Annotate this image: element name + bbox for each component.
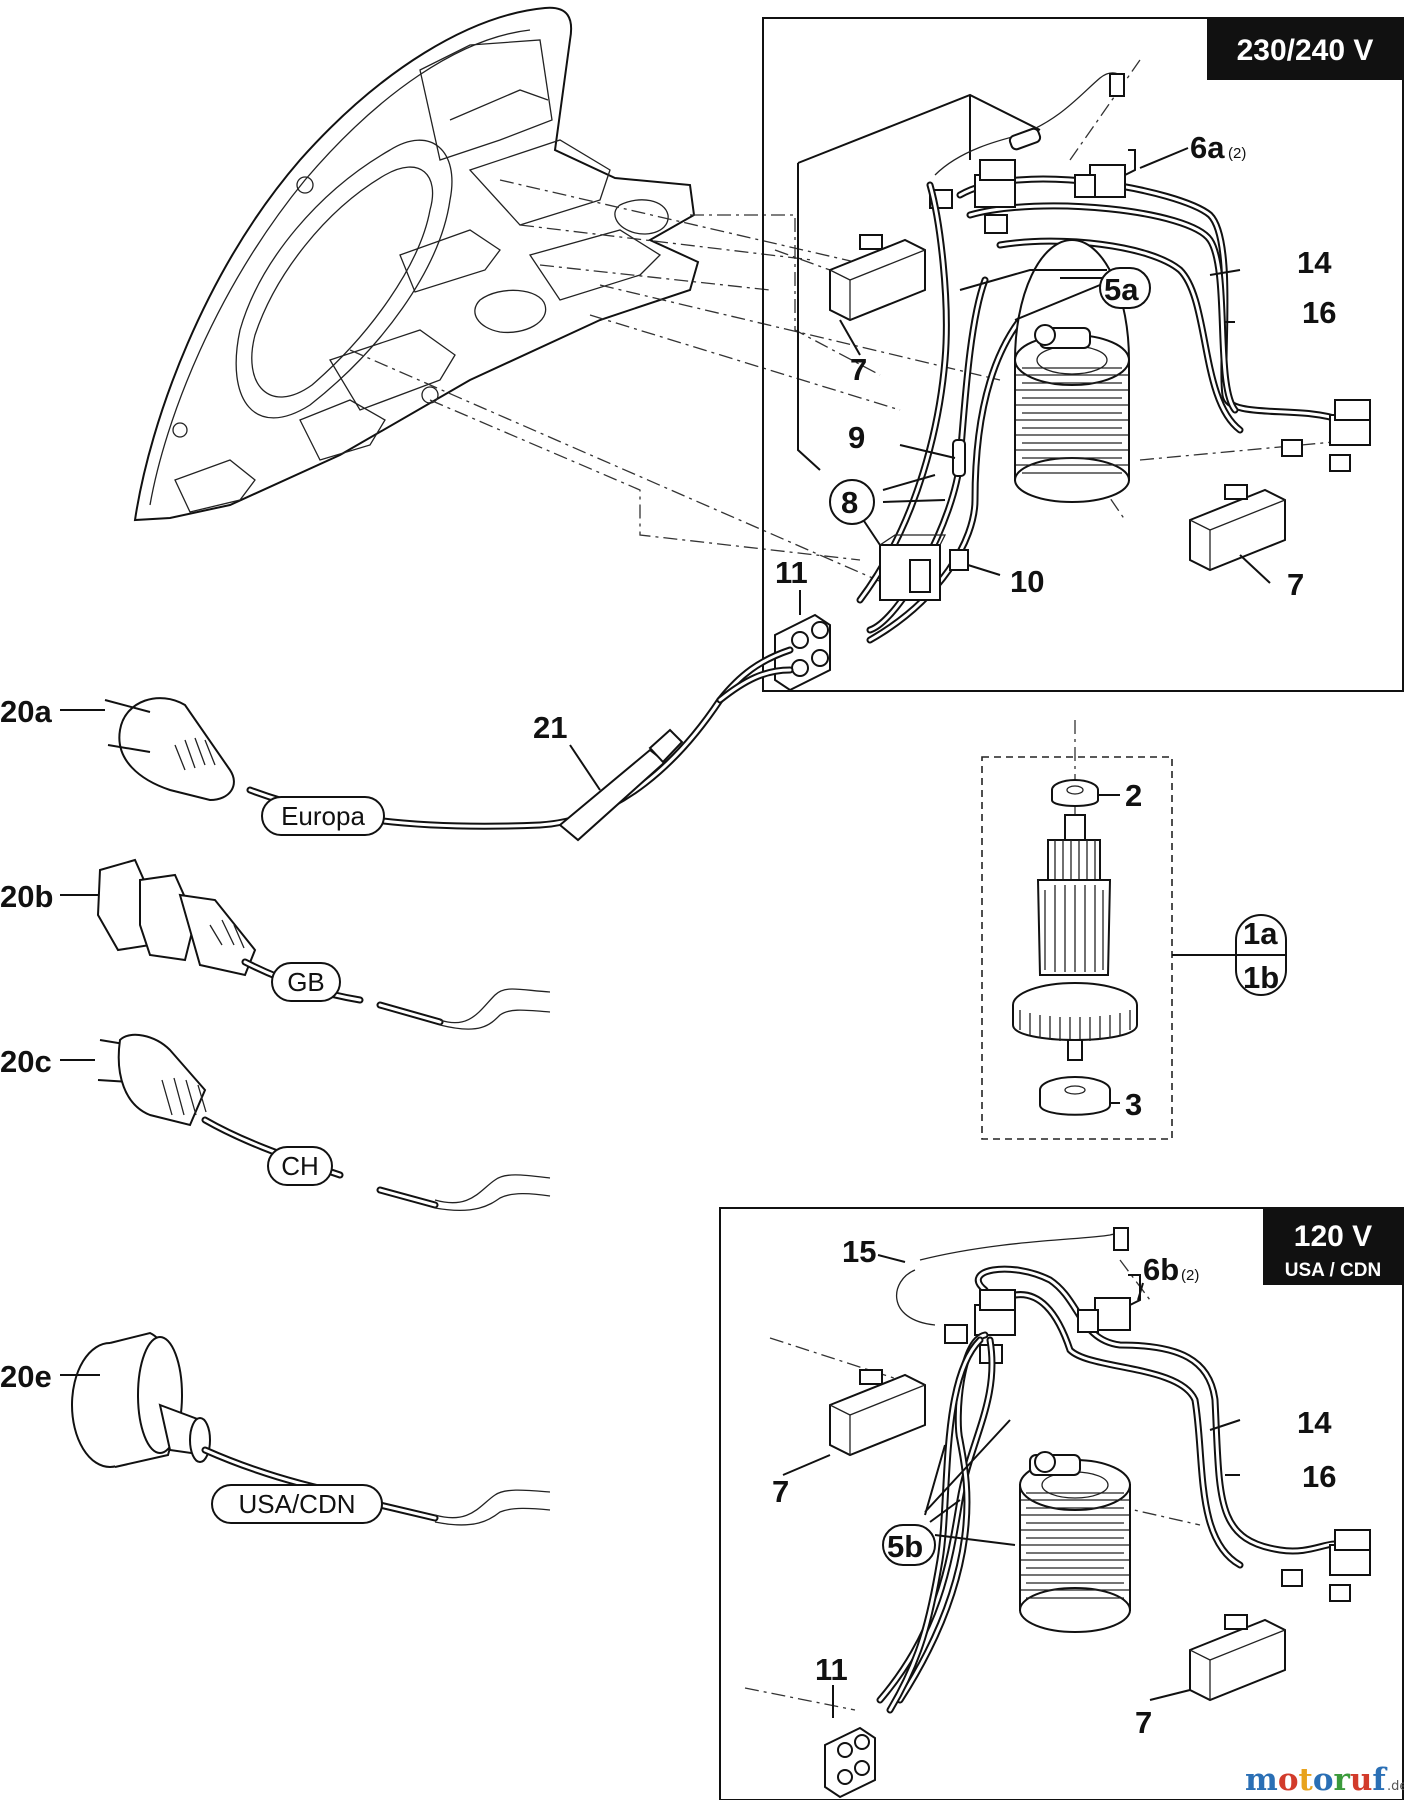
leader-lines bbox=[349, 59, 1356, 1711]
label-16-top: 16 bbox=[1302, 295, 1336, 330]
box-230-240v: 230/240 V bbox=[762, 17, 1404, 692]
label-6a: 6a bbox=[1190, 130, 1225, 165]
label-6a-qty: (2) bbox=[1228, 145, 1246, 162]
switch-7-bottom-left bbox=[829, 1369, 926, 1457]
part-10 bbox=[949, 549, 969, 571]
label-10: 10 bbox=[1010, 564, 1044, 599]
part-6a bbox=[1074, 149, 1136, 198]
switch-7-right bbox=[1189, 484, 1286, 572]
part-6b bbox=[1077, 1274, 1141, 1333]
plug-20b bbox=[96, 858, 551, 1030]
label-11-top: 11 bbox=[775, 555, 808, 590]
label-6b: 6b bbox=[1143, 1252, 1179, 1287]
box-230-240v-title-bg bbox=[1207, 18, 1403, 80]
tag-usa-cdn: USA/CDN bbox=[238, 1489, 355, 1519]
label-5a: 5a bbox=[1104, 272, 1139, 307]
label-6b-qty: (2) bbox=[1181, 1267, 1199, 1284]
label-2: 2 bbox=[1125, 778, 1142, 813]
label-7-top-left: 7 bbox=[850, 352, 867, 387]
label-9: 9 bbox=[848, 420, 865, 455]
label-8: 8 bbox=[841, 485, 858, 520]
part-8 bbox=[879, 534, 947, 601]
label-20c: 20c bbox=[0, 1044, 52, 1079]
part-labels: 6a (2) 14 16 5a 7 9 8 10 11 7 20a 21 2 1… bbox=[0, 130, 1336, 1740]
callout-leaders bbox=[60, 147, 1271, 1718]
cord-20a bbox=[104, 646, 794, 842]
plug-20c bbox=[97, 1033, 551, 1212]
label-16-bottom: 16 bbox=[1302, 1459, 1336, 1494]
plug-tags: Europa GB CH USA/CDN bbox=[238, 801, 365, 1519]
box-120v-region: USA / CDN bbox=[1285, 1260, 1381, 1281]
switch-7-left bbox=[829, 234, 926, 322]
box-120v-title-bg bbox=[1263, 1208, 1403, 1285]
tag-europa: Europa bbox=[281, 801, 365, 831]
armature-assembly bbox=[981, 756, 1238, 1140]
label-3: 3 bbox=[1125, 1087, 1142, 1122]
field-coil-bottom bbox=[1019, 1451, 1131, 1633]
label-7-bottom-right: 7 bbox=[1135, 1705, 1152, 1740]
label-7-bottom-left: 7 bbox=[772, 1474, 789, 1509]
label-20b: 20b bbox=[0, 879, 53, 914]
label-1a: 1a bbox=[1243, 916, 1278, 951]
label-7-top-right: 7 bbox=[1287, 567, 1304, 602]
field-coil-top bbox=[1014, 239, 1130, 503]
label-20a: 20a bbox=[0, 694, 52, 729]
watermark-suffix: .de bbox=[1387, 1779, 1404, 1794]
box-230-240v-title: 230/240 V bbox=[1237, 34, 1374, 67]
label-15: 15 bbox=[842, 1234, 876, 1269]
box-120v-title: 120 V bbox=[1294, 1220, 1372, 1253]
watermark-logo: motoruf .de bbox=[1245, 1762, 1404, 1798]
label-20e: 20e bbox=[0, 1359, 52, 1394]
label-21: 21 bbox=[533, 710, 567, 745]
housing-shell bbox=[133, 6, 700, 522]
label-11-bottom: 11 bbox=[815, 1652, 848, 1687]
switch-7-bottom-right bbox=[1189, 1614, 1286, 1702]
callout-shapes bbox=[211, 267, 1287, 1566]
terminal-block-11-bottom bbox=[824, 1726, 876, 1799]
tag-ch: CH bbox=[281, 1151, 319, 1181]
tag-gb: GB bbox=[287, 967, 325, 997]
box-120v: 120 V USA / CDN bbox=[719, 1207, 1404, 1800]
label-1b: 1b bbox=[1243, 960, 1279, 995]
label-5b: 5b bbox=[887, 1529, 923, 1564]
label-14-bottom: 14 bbox=[1297, 1405, 1332, 1440]
label-14-top: 14 bbox=[1297, 245, 1332, 280]
watermark-brand: motoruf bbox=[1245, 1762, 1387, 1798]
